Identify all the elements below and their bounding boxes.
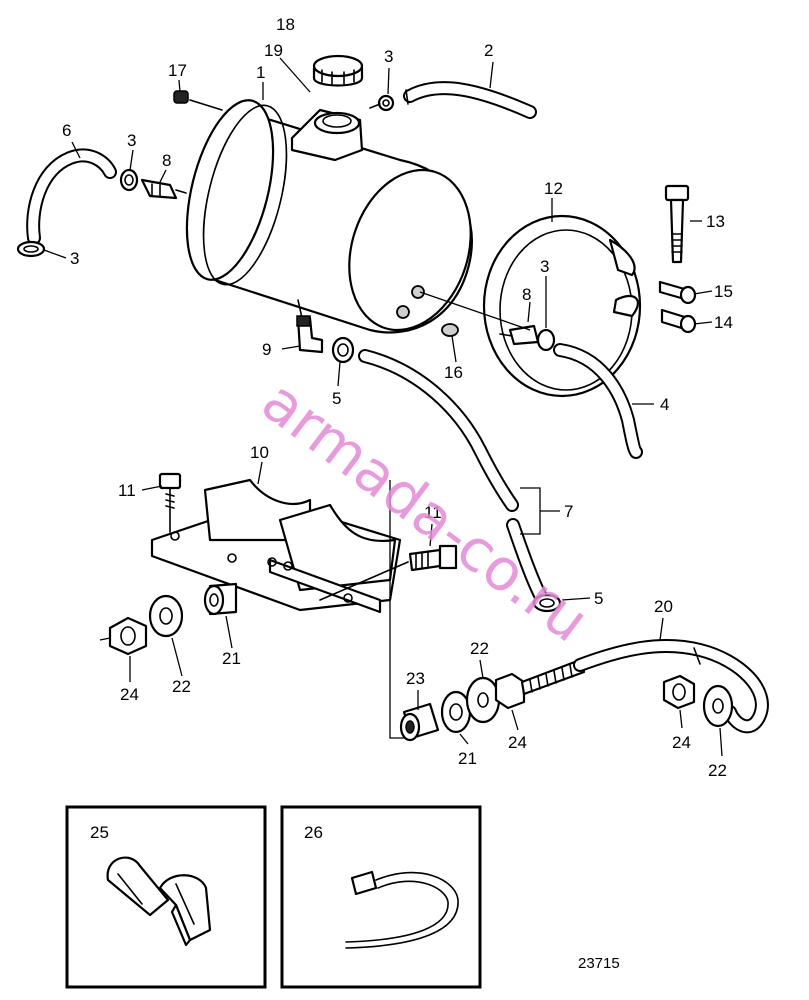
label-8-right: 8 <box>522 285 531 304</box>
washer-22-right <box>465 676 501 724</box>
hose-6 <box>26 148 117 245</box>
label-14: 14 <box>714 313 733 332</box>
label-20: 20 <box>654 597 673 616</box>
elbow-9 <box>296 315 324 354</box>
bracket-10 <box>150 478 402 614</box>
label-21-left: 21 <box>222 649 241 668</box>
nut-24-left <box>108 616 148 656</box>
hose-clamp-3-mid <box>119 168 139 192</box>
label-5-bottom: 5 <box>594 589 603 608</box>
rod-20 <box>520 639 769 734</box>
label-21-right: 21 <box>458 749 477 768</box>
hose-clamp-3-right <box>536 328 556 352</box>
inset-box-25: 25 <box>65 805 267 989</box>
label-9: 9 <box>262 340 271 359</box>
hose-clamp-5-bottom <box>532 593 562 613</box>
hose-2 <box>403 81 537 119</box>
bush-23 <box>399 702 440 742</box>
label-25: 25 <box>90 823 109 842</box>
label-3-left: 3 <box>70 249 79 268</box>
label-18: 18 <box>276 15 295 34</box>
bolt-11-right <box>319 544 458 601</box>
inset-box-26: 26 <box>280 805 482 989</box>
label-3-right: 3 <box>540 257 549 276</box>
screw-17 <box>173 90 223 111</box>
label-24-far: 24 <box>672 733 691 752</box>
bush-21-left <box>203 582 238 616</box>
label-2: 2 <box>484 41 493 60</box>
label-4: 4 <box>660 395 669 414</box>
label-24-left: 24 <box>120 685 139 704</box>
leader-lines <box>43 57 723 757</box>
reference-number: 23715 <box>578 955 620 972</box>
nipple-8-right <box>499 324 540 346</box>
label-23: 23 <box>406 669 425 688</box>
label-6: 6 <box>62 121 71 140</box>
bolt-11-top <box>158 472 182 533</box>
label-12: 12 <box>544 179 563 198</box>
hose-clamp-3-top <box>369 94 395 112</box>
nut-24-far <box>662 674 696 710</box>
label-17: 17 <box>168 61 187 80</box>
hose-7 <box>358 349 547 602</box>
label-10: 10 <box>250 443 269 462</box>
spacer-14 <box>660 308 697 334</box>
label-8-left: 8 <box>162 151 171 170</box>
filler-cap <box>312 54 364 87</box>
label-26: 26 <box>304 823 323 842</box>
bolt-13 <box>664 184 690 264</box>
plug-16 <box>441 323 459 337</box>
label-3-top: 3 <box>384 47 393 66</box>
label-19: 19 <box>264 41 283 60</box>
washer-22-left <box>148 594 184 638</box>
label-22-right: 22 <box>470 639 489 658</box>
label-11-top: 11 <box>118 481 136 500</box>
strap-12 <box>482 214 642 398</box>
label-24-right: 24 <box>508 733 527 752</box>
spacer-15 <box>658 280 697 305</box>
hose-clamp-3-left <box>16 240 46 258</box>
cable-tie-26 <box>345 870 459 949</box>
label-16: 16 <box>444 363 463 382</box>
label-7: 7 <box>564 502 573 521</box>
label-15: 15 <box>714 282 733 301</box>
label-5-mid: 5 <box>332 389 341 408</box>
hose-4 <box>553 343 643 459</box>
washer-22-far <box>702 684 734 728</box>
tank <box>185 99 473 334</box>
label-22-left: 22 <box>172 677 191 696</box>
clip-25 <box>106 856 212 947</box>
bush-21-right <box>440 690 472 734</box>
label-3-mid: 3 <box>127 131 136 150</box>
label-22-far: 22 <box>708 761 727 780</box>
label-11-right: 11 <box>424 503 442 522</box>
label-1: 1 <box>256 63 265 82</box>
part-labels: 1 2 3 17 18 19 6 3 8 3 12 13 15 14 3 8 9… <box>62 15 733 780</box>
label-13: 13 <box>706 212 725 231</box>
hose-clamp-5-mid <box>331 336 355 364</box>
nut-24-right <box>494 672 526 710</box>
nipple-8-left <box>140 178 187 200</box>
